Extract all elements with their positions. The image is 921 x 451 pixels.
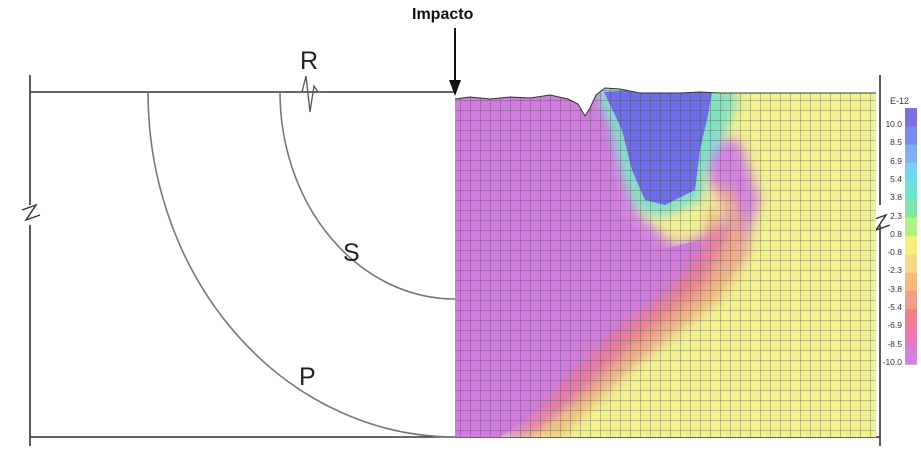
scale-tick-label: 8.5	[890, 137, 902, 148]
scale-swatch	[905, 309, 917, 329]
s-wave-label: S	[343, 239, 360, 267]
simulation-field	[455, 88, 876, 437]
color-scale	[905, 108, 917, 365]
scale-swatch	[905, 199, 917, 219]
scale-tick-label: 0.8	[890, 228, 902, 239]
impact-label: Impacto	[412, 6, 474, 23]
scale-tick-label: 10.0	[885, 119, 902, 129]
scale-tick-label: 5.4	[890, 173, 902, 184]
mesh-grid	[455, 88, 876, 437]
p-wavefront	[147, 91, 456, 438]
scale-swatch	[905, 345, 917, 365]
scale-swatch	[905, 236, 917, 255]
scale-swatch	[905, 181, 917, 200]
scale-swatch	[905, 108, 917, 127]
r-wave-spike	[296, 75, 322, 113]
scale-tick-label: -2.3	[887, 265, 902, 276]
scale-swatch	[905, 144, 917, 164]
wavefronts	[147, 75, 456, 438]
scale-tick-label: 2.3	[890, 210, 902, 221]
scale-tick-label: 3.8	[890, 192, 902, 203]
s-wavefront	[279, 91, 456, 300]
scale-tick-label: -0.8	[887, 247, 902, 258]
deformed-surface	[454, 87, 876, 117]
r-wave-label: R	[300, 47, 319, 75]
scale-tick-label: 6.9	[890, 155, 902, 166]
scale-tick-label: -10.0	[882, 356, 902, 367]
right-break-mark	[871, 213, 891, 232]
scale-tick-label: -8.5	[887, 338, 902, 349]
p-wave-label: P	[299, 363, 316, 391]
scale-swatch	[905, 327, 917, 347]
scale-swatch	[905, 272, 917, 292]
scale-tick-label: -3.8	[887, 283, 902, 294]
scale-swatch	[905, 126, 917, 146]
scale-swatch	[905, 291, 917, 310]
scale-swatch	[905, 254, 917, 274]
scale-tick-label: -5.4	[887, 302, 902, 312]
scale-tick-label: -6.9	[887, 320, 902, 331]
left-break-mark	[21, 203, 41, 222]
impact-arrow	[449, 28, 461, 96]
scale-swatch	[905, 162, 917, 182]
scale-swatch	[905, 217, 917, 237]
scale-exponent: E-12	[890, 96, 910, 106]
